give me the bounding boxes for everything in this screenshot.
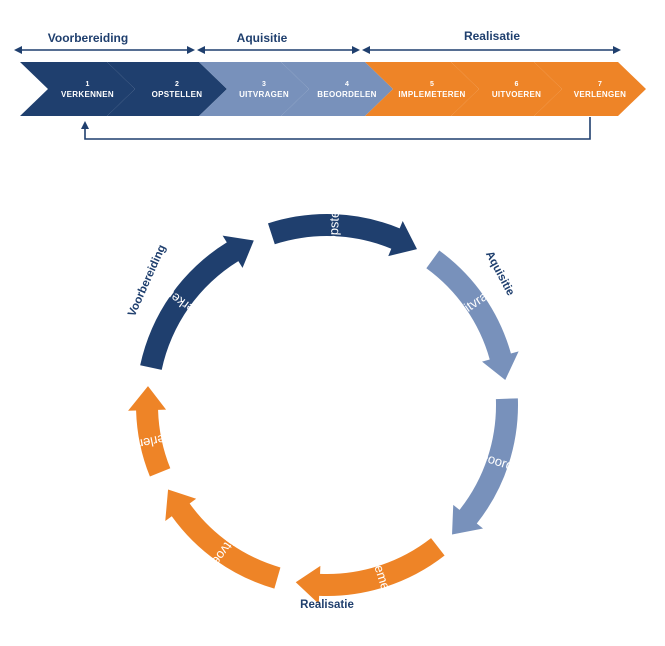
chevron-step-6 — [451, 62, 562, 116]
chevron-step-name: IMPLEMETEREN — [398, 90, 465, 99]
cycle-step-label: 2. Opstellen — [325, 190, 343, 260]
chevron-step-number: 2 — [175, 81, 179, 88]
chevron-step-name: BEOORDELEN — [317, 90, 376, 99]
cycle-arrow-4 — [452, 398, 518, 535]
chevron-step-4 — [281, 62, 393, 116]
chevron-step-7 — [534, 62, 646, 116]
chevron-step-name: VERLENGEN — [574, 90, 627, 99]
chevron-step-name: UITVOEREN — [492, 90, 541, 99]
chevron-step-number: 4 — [345, 81, 349, 88]
chevron-step-number: 3 — [262, 81, 266, 88]
chevron-step-number: 5 — [430, 81, 434, 88]
linear-process: Voorbereiding Aquisitie Realisatie 1VERK… — [14, 29, 646, 140]
chevron-step-number: 1 — [86, 81, 90, 88]
cycle-arrow-1 — [140, 235, 254, 370]
chevron-step-2 — [107, 62, 227, 116]
phase-label-aquisitie: Aquisitie — [237, 31, 288, 45]
cycle-arrow-2 — [267, 214, 417, 257]
chevron-step-3 — [199, 62, 309, 116]
cycle-phase-realisatie: Realisatie — [300, 599, 354, 611]
chevron-step-name: VERKENNEN — [61, 90, 114, 99]
chevron-step-name: OPSTELLEN — [152, 90, 203, 99]
chevron-step-1 — [20, 62, 135, 116]
phase-label-voorbereiding: Voorbereiding — [48, 31, 128, 45]
chevron-step-number: 7 — [598, 81, 602, 88]
chevron-step-5 — [365, 62, 479, 116]
phase-label-realisatie: Realisatie — [464, 29, 520, 43]
chevron-step-number: 6 — [515, 81, 519, 88]
chevron-step-name: UITVRAGEN — [239, 90, 289, 99]
cycle-arrow-6 — [165, 489, 281, 589]
cycle-arrow-7 — [128, 386, 171, 477]
return-loop-line — [81, 117, 591, 140]
cycle-arrow-3 — [426, 250, 519, 380]
cycle-arrow-5 — [295, 538, 445, 604]
